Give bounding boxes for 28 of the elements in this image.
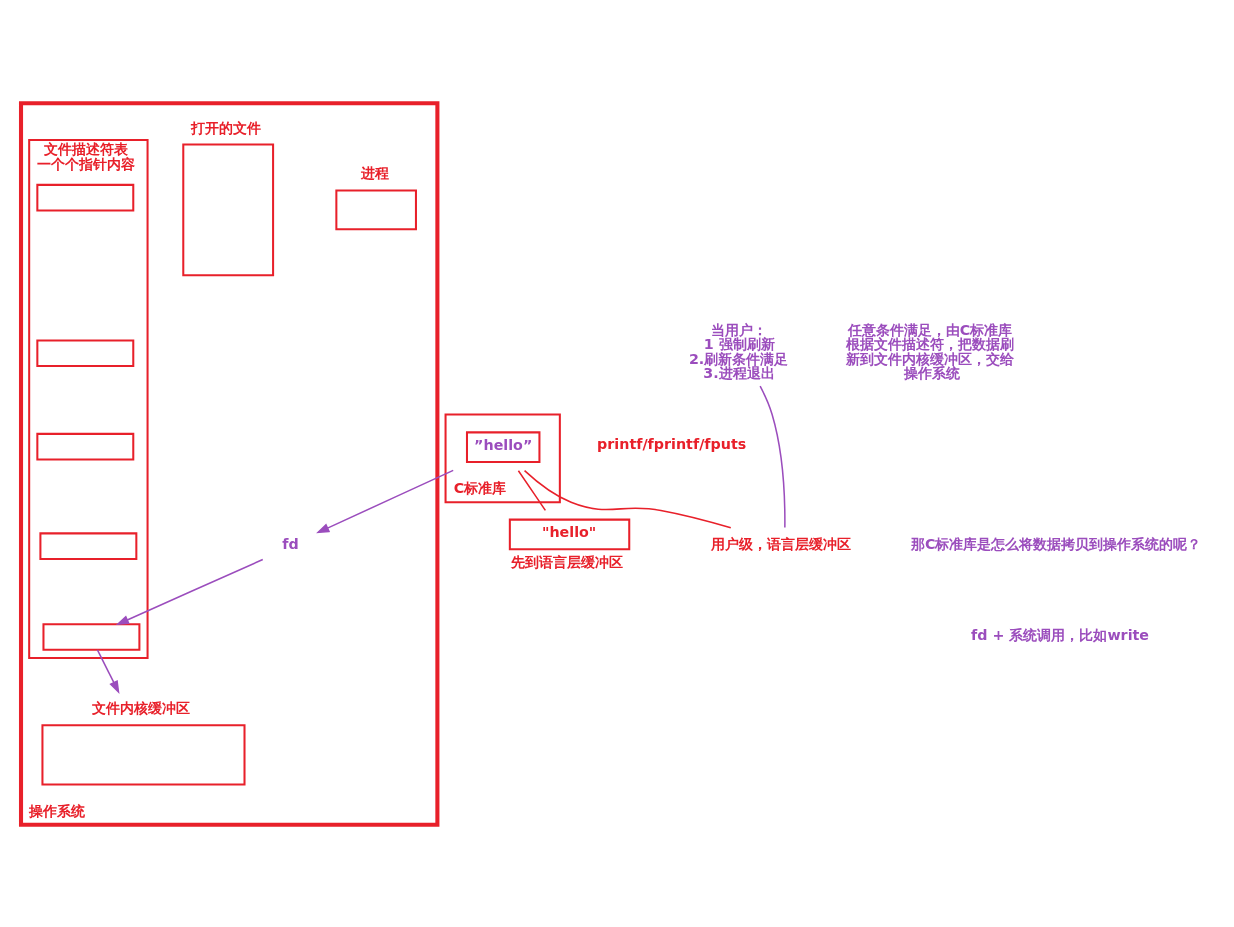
node-box	[36, 432, 135, 460]
node-box: ”hello”	[465, 430, 541, 463]
node-box	[39, 531, 138, 560]
node-text: 用户级，语言层缓冲区	[711, 535, 852, 552]
node-box	[36, 183, 135, 211]
label: printf/fprintf/fputs	[597, 435, 747, 452]
arrow	[115, 558, 264, 625]
node-box	[42, 622, 141, 651]
label: 那C标准库是怎么将数据拷贝到操作系统的呢？	[910, 535, 1202, 552]
node-label: 打开的文件	[191, 119, 262, 136]
node-box	[335, 189, 417, 230]
connector	[517, 469, 547, 511]
node-box	[41, 723, 246, 785]
node-box: "hello"	[508, 518, 631, 550]
node-label: 先到语言层缓冲区	[510, 553, 623, 570]
node-box	[182, 143, 275, 276]
connector	[759, 384, 786, 528]
label: fd + 系统调用，比如write	[971, 626, 1150, 643]
arrow	[96, 648, 120, 694]
cluster: 文件描述符表 一个个指针内容	[28, 138, 149, 659]
node-text: 当用户： 1 强制刷新 2.刷新条件满足 3.进程退出	[688, 321, 789, 381]
connector	[523, 469, 732, 529]
node-label: 文件内核缓冲区	[92, 699, 191, 716]
node-label: 进程	[361, 164, 390, 181]
node-text: fd	[282, 535, 299, 552]
label: 任意条件满足，由C标准库根据文件描述符，把数据刷新到文件内核缓冲区，交给操作系统	[845, 321, 1014, 381]
node-box	[36, 339, 135, 367]
arrow	[316, 469, 454, 533]
